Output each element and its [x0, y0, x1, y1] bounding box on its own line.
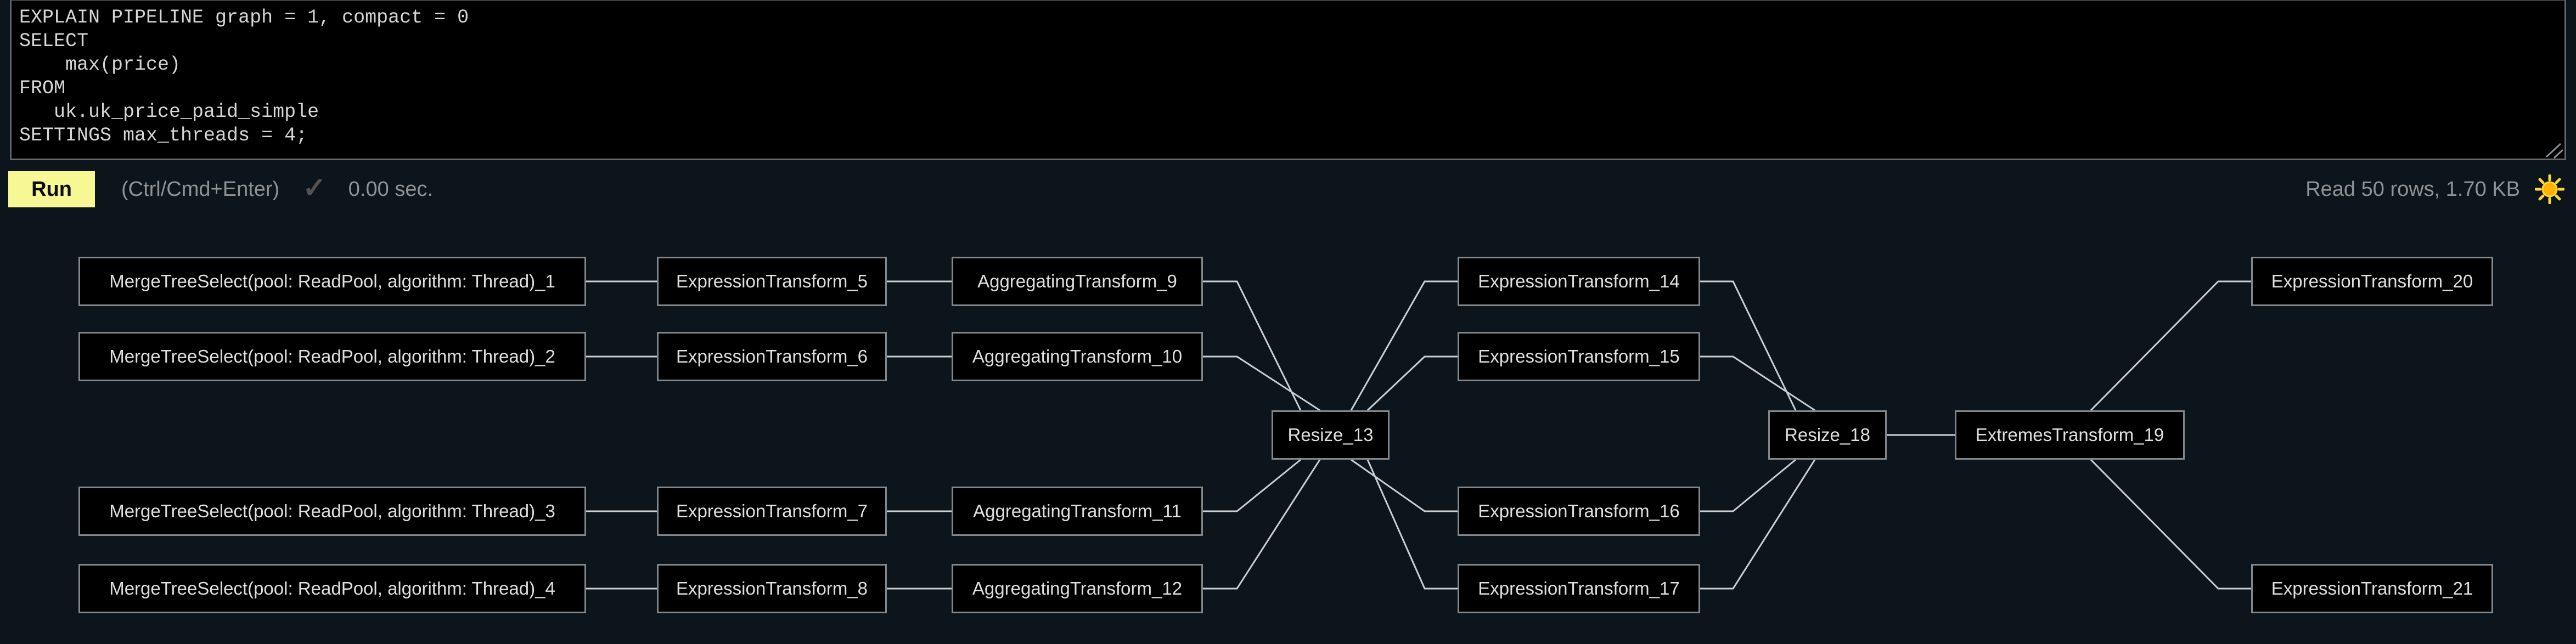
pipeline-edge: [1700, 459, 1796, 512]
pipeline-edge: [1203, 355, 1320, 411]
graph-node-ExpressionTransform_14: ExpressionTransform_14: [1458, 257, 1700, 306]
pipeline-edge: [1203, 459, 1321, 590]
pipeline-edge: [1366, 355, 1458, 411]
graph-node-MergeTreeSelect(pool: ReadPool, algorithm: Thread)_1: MergeTreeSelect(pool: ReadPool, algorith…: [78, 257, 586, 306]
graph-node-ExpressionTransform_21: ExpressionTransform_21: [2251, 564, 2493, 613]
pipeline-edge: [1700, 459, 1816, 590]
graph-node-ExpressionTransform_7: ExpressionTransform_7: [657, 487, 887, 536]
pipeline-edge: [1203, 459, 1301, 512]
shortcut-hint: (Ctrl/Cmd+Enter): [121, 177, 280, 201]
graph-node-AggregatingTransform_11: AggregatingTransform_11: [952, 487, 1203, 536]
sql-editor[interactable]: EXPLAIN PIPELINE graph = 1, compact = 0 …: [10, 0, 2566, 160]
graph-node-AggregatingTransform_10: AggregatingTransform_10: [952, 332, 1203, 381]
pipeline-edge: [1350, 280, 1458, 411]
graph-node-AggregatingTransform_9: AggregatingTransform_9: [952, 257, 1203, 306]
pipeline-edge: [1700, 280, 1797, 411]
sun-icon: [2535, 174, 2564, 204]
pipeline-edge: [1700, 355, 1815, 411]
read-stats: Read 50 rows, 1.70 KB: [2305, 177, 2520, 201]
graph-node-ExpressionTransform_6: ExpressionTransform_6: [657, 332, 887, 381]
pipeline-edge: [1351, 459, 1458, 512]
graph-node-MergeTreeSelect(pool: ReadPool, algorithm: Thread)_4: MergeTreeSelect(pool: ReadPool, algorith…: [78, 564, 586, 613]
graph-node-MergeTreeSelect(pool: ReadPool, algorithm: Thread)_3: MergeTreeSelect(pool: ReadPool, algorith…: [78, 487, 586, 536]
textarea-resize-grip[interactable]: [2542, 140, 2566, 159]
pipeline-edge: [1203, 280, 1302, 411]
success-check-icon: ✓: [302, 172, 327, 204]
graph-node-ExpressionTransform_20: ExpressionTransform_20: [2251, 257, 2493, 306]
graph-node-MergeTreeSelect(pool: ReadPool, algorithm: Thread)_2: MergeTreeSelect(pool: ReadPool, algorith…: [78, 332, 586, 381]
graph-node-ExpressionTransform_15: ExpressionTransform_15: [1458, 332, 1700, 381]
pipeline-edge: [2090, 459, 2251, 590]
graph-node-AggregatingTransform_12: AggregatingTransform_12: [952, 564, 1203, 613]
pipeline-edge: [2090, 280, 2251, 411]
graph-node-ExpressionTransform_8: ExpressionTransform_8: [657, 564, 887, 613]
graph-node-ExpressionTransform_17: ExpressionTransform_17: [1458, 564, 1700, 613]
run-button[interactable]: Run: [8, 171, 95, 207]
graph-node-ExtremesTransform_19: ExtremesTransform_19: [1955, 410, 2185, 460]
theme-toggle-button[interactable]: [2534, 174, 2565, 205]
pipeline-edge: [1366, 459, 1458, 590]
graph-node-Resize_13: Resize_13: [1272, 410, 1390, 460]
graph-node-ExpressionTransform_5: ExpressionTransform_5: [657, 257, 887, 306]
elapsed-time: 0.00 sec.: [348, 177, 434, 201]
graph-node-Resize_18: Resize_18: [1768, 410, 1887, 460]
toolbar: Run (Ctrl/Cmd+Enter) ✓ 0.00 sec. Read 50…: [0, 168, 2576, 211]
graph-node-ExpressionTransform_16: ExpressionTransform_16: [1458, 487, 1700, 536]
